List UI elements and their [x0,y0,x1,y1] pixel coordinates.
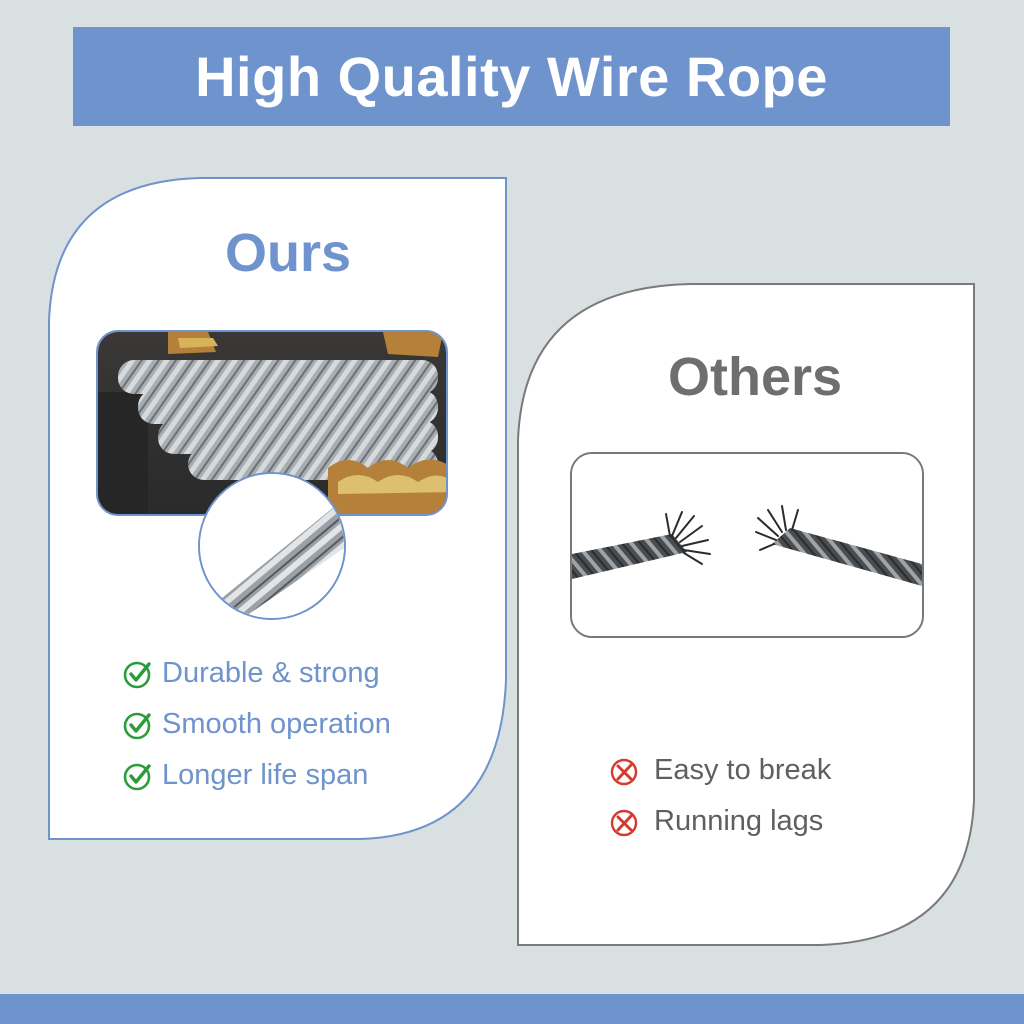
ours-feature-text: Smooth operation [162,708,391,740]
list-item: Smooth operation [122,699,391,750]
others-title: Others [667,347,843,407]
ours-feature-text: Durable & strong [162,657,380,689]
check-circle-icon [123,661,151,688]
ours-rope-zoom [198,472,346,620]
others-feature-text: Easy to break [654,754,832,786]
others-rope-photo [570,452,924,638]
list-item: Longer life span [122,750,391,801]
ours-feature-text: Longer life span [162,759,369,791]
bottom-bar [0,994,1024,1024]
x-circle-icon [610,758,638,785]
list-item: Easy to break [608,745,831,796]
banner-title: High Quality Wire Rope [195,45,828,108]
x-circle-icon [610,809,638,836]
title-banner: High Quality Wire Rope [73,27,950,126]
others-feature-text: Running lags [654,805,824,837]
others-feature-list: Easy to break Running lags [608,745,831,847]
check-circle-icon [123,712,151,739]
list-item: Durable & strong [122,648,391,699]
ours-rope-photo [96,330,448,516]
check-circle-icon [123,763,151,790]
ours-feature-list: Durable & strong Smooth operation Longer… [122,648,391,801]
list-item: Running lags [608,796,831,847]
ours-title: Ours [224,223,352,283]
